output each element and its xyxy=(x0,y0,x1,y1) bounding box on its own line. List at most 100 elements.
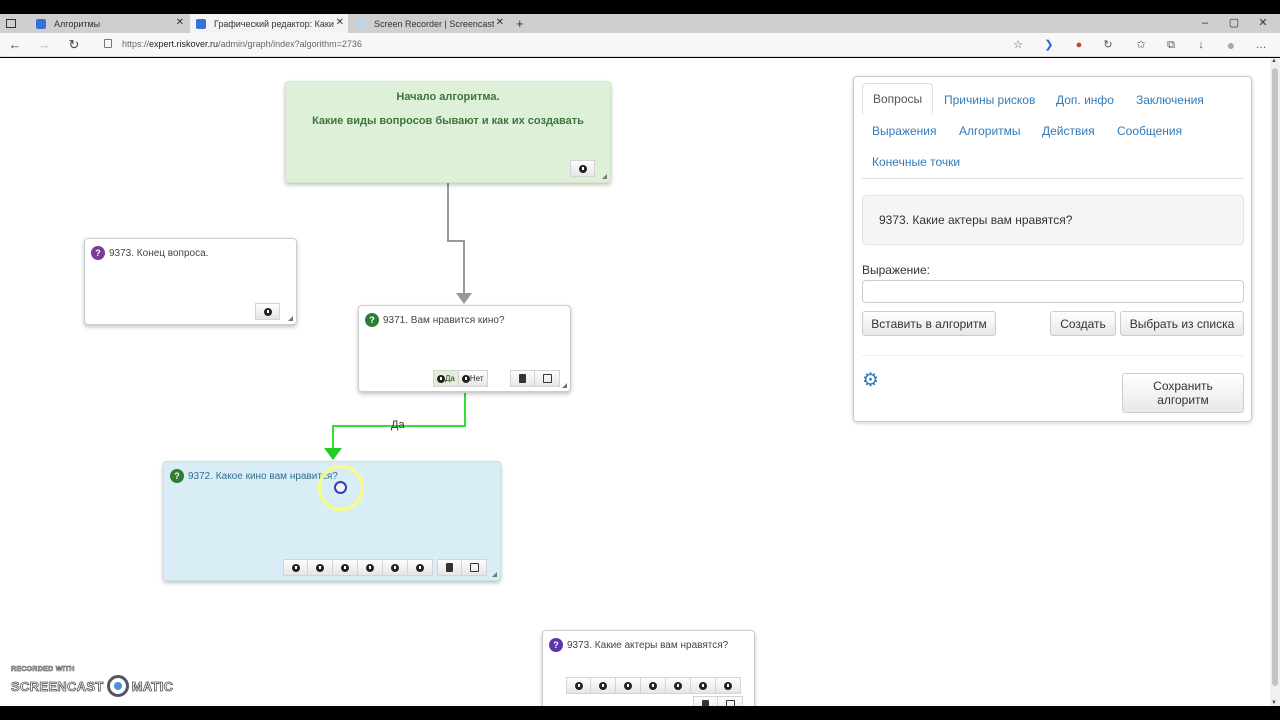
question-icon-purple: ? xyxy=(549,638,566,654)
scroll-up-icon[interactable]: ▲ xyxy=(1271,58,1277,64)
panel-tab-algorithms[interactable]: Алгоритмы xyxy=(959,124,1021,138)
arrow-down-circle-icon xyxy=(724,681,732,690)
panel-tab-risk-causes[interactable]: Причины рисков xyxy=(944,93,1036,107)
resize-handle[interactable] xyxy=(288,316,293,321)
collections-icon[interactable]: ⧉ xyxy=(1167,39,1175,51)
delete-node-button[interactable] xyxy=(437,559,462,576)
browser-tab-graph-editor[interactable]: Графический редактор: Какие в ✕ xyxy=(190,14,348,33)
answer-output-button[interactable] xyxy=(358,559,383,576)
answer-no-button[interactable]: Нет xyxy=(458,370,488,387)
close-tab-icon[interactable]: ✕ xyxy=(175,17,184,28)
browser-tab-algorithms[interactable]: Алгоритмы ✕ xyxy=(30,14,188,33)
shield-favicon-icon xyxy=(196,18,206,29)
arrow-down-circle-icon xyxy=(599,681,607,690)
insert-into-algorithm-button[interactable]: Вставить в алгоритм xyxy=(862,311,996,336)
trash-icon xyxy=(446,563,453,572)
question-end-icon: ? xyxy=(91,246,108,262)
close-tab-icon[interactable]: ✕ xyxy=(495,17,504,28)
answer-output-button[interactable] xyxy=(616,677,641,694)
scroll-thumb[interactable] xyxy=(1272,68,1278,686)
answer-output-button[interactable] xyxy=(383,559,408,576)
add-favorite-icon[interactable]: ☆ xyxy=(1013,39,1023,51)
downloads-icon[interactable]: ↓ xyxy=(1198,39,1204,51)
edit-icon xyxy=(725,700,735,706)
screencast-favicon-icon xyxy=(356,18,366,29)
node-question-9373[interactable]: ? 9373. Какие актеры вам нравятся? xyxy=(542,630,755,706)
node-question-9371[interactable]: ? 9371. Вам нравится кино? Да Нет xyxy=(358,305,571,392)
extension-arrow-icon[interactable]: ❯ xyxy=(1044,39,1054,51)
panel-tab-endpoints[interactable]: Конечные точки xyxy=(872,155,961,169)
panel-tab-questions[interactable]: Вопросы xyxy=(862,83,934,115)
panel-tab-expressions[interactable]: Выражения xyxy=(872,124,937,138)
tab-actions-button[interactable] xyxy=(0,14,26,33)
resize-handle[interactable] xyxy=(562,383,567,388)
maximize-button[interactable]: ▢ xyxy=(1228,17,1240,29)
answer-output-button[interactable] xyxy=(591,677,616,694)
page-scrollbar[interactable]: ▲ ▼ xyxy=(1270,58,1280,706)
answer-output-button[interactable] xyxy=(566,677,591,694)
lock-icon xyxy=(104,39,112,48)
profile-avatar-icon[interactable]: ● xyxy=(1226,37,1236,53)
resize-handle[interactable] xyxy=(602,174,607,179)
save-algorithm-button[interactable]: Сохранить алгоритм xyxy=(1122,373,1244,413)
close-window-button[interactable]: ✕ xyxy=(1258,17,1268,29)
url-domain: expert.riskover.ru xyxy=(149,39,219,49)
arrow-down-circle-icon xyxy=(574,681,583,690)
node-title: 9373. Конец вопроса. xyxy=(109,248,209,259)
answer-yes-button[interactable]: Да xyxy=(433,370,459,387)
delete-node-button[interactable] xyxy=(510,370,535,387)
choose-from-list-button[interactable]: Выбрать из списка xyxy=(1120,311,1244,336)
answer-output-button[interactable] xyxy=(333,559,358,576)
add-output-button[interactable] xyxy=(255,303,280,320)
minimize-button[interactable]: – xyxy=(1201,17,1209,29)
expression-input[interactable] xyxy=(862,280,1244,303)
edit-node-button[interactable] xyxy=(462,559,487,576)
extension-avatar-icon[interactable]: ● xyxy=(1075,39,1083,51)
answer-output-button[interactable] xyxy=(666,677,691,694)
answer-output-button[interactable] xyxy=(308,559,333,576)
panel-tab-conclusions[interactable]: Заключения xyxy=(1136,93,1204,107)
question-icon: ? xyxy=(170,469,187,485)
browser-tab-screen-recorder[interactable]: Screen Recorder | Screencast-O ✕ xyxy=(350,14,508,33)
arrow-down-circle-icon xyxy=(674,681,682,690)
arrow-down-circle-icon xyxy=(624,681,632,690)
add-output-button[interactable] xyxy=(570,160,595,177)
url-scheme: https:// xyxy=(122,39,150,49)
panel-tab-actions[interactable]: Действия xyxy=(1042,124,1095,138)
resize-handle[interactable] xyxy=(492,572,497,577)
close-tab-icon[interactable]: ✕ xyxy=(335,17,344,28)
extension-refresh-icon[interactable]: ↻ xyxy=(1103,39,1113,51)
tab-divider xyxy=(862,178,1244,179)
gear-icon[interactable]: ⚙ xyxy=(862,370,880,391)
edit-node-button[interactable] xyxy=(535,370,560,387)
arrow-down-circle-icon xyxy=(416,563,424,572)
node-end-9373[interactable]: ? 9373. Конец вопроса. xyxy=(84,238,297,325)
answer-output-button[interactable] xyxy=(283,559,308,576)
favorites-icon[interactable]: ✩ xyxy=(1136,39,1146,51)
reload-button[interactable]: ↻ xyxy=(68,37,80,52)
arrow-down-circle-icon xyxy=(391,563,399,572)
create-button[interactable]: Создать xyxy=(1050,311,1116,336)
start-node[interactable]: Начало алгоритма. Какие виды вопросов бы… xyxy=(285,81,611,183)
question-panel: Вопросы Причины рисков Доп. инфо Заключе… xyxy=(853,76,1252,422)
edge-label-yes: Да xyxy=(391,419,405,431)
forward-button[interactable]: → xyxy=(37,37,51,52)
answer-output-button[interactable] xyxy=(691,677,716,694)
url-field[interactable]: https://expert.riskover.ru/admin/graph/i… xyxy=(122,39,362,49)
answer-output-button[interactable] xyxy=(716,677,741,694)
back-button[interactable]: ← xyxy=(8,37,22,52)
cursor-highlight xyxy=(318,465,364,511)
answer-output-button[interactable] xyxy=(641,677,666,694)
answer-output-button[interactable] xyxy=(408,559,433,576)
delete-node-button[interactable] xyxy=(693,696,718,706)
more-menu-icon[interactable]: … xyxy=(1255,39,1267,51)
scroll-down-icon[interactable]: ▼ xyxy=(1271,700,1277,706)
arrow-down-circle-icon xyxy=(291,563,300,572)
new-tab-button[interactable]: + xyxy=(516,16,524,31)
panel-tab-extra-info[interactable]: Доп. инфо xyxy=(1056,93,1114,107)
graph-edges xyxy=(324,183,472,460)
panel-tab-messages[interactable]: Сообщения xyxy=(1117,124,1183,138)
edit-node-button[interactable] xyxy=(718,696,743,706)
answer-label: Нет xyxy=(469,374,484,383)
screencast-watermark: RECORDED WITH SCREENCAST MATIC xyxy=(11,666,173,697)
